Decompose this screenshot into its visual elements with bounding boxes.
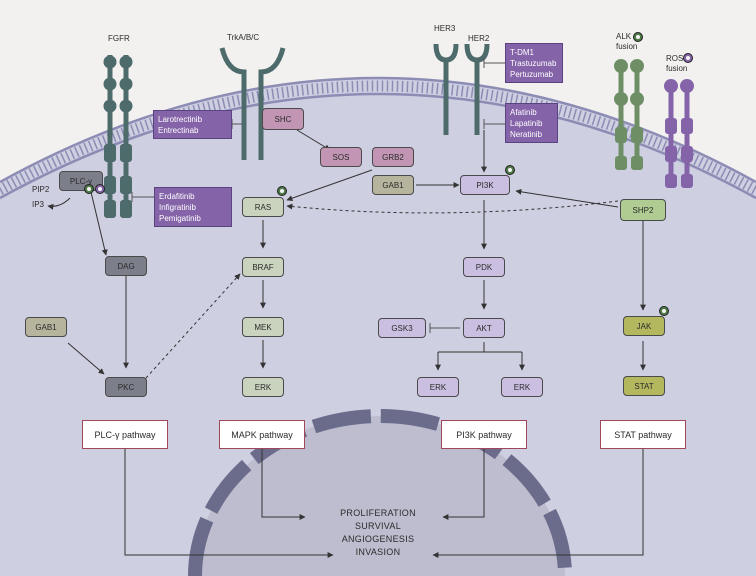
- erk-left-node: ERK: [417, 377, 459, 397]
- sos-node: SOS: [320, 147, 362, 167]
- drug-lapatinib: Lapatinib: [510, 118, 543, 128]
- activation-arrows: [67, 129, 646, 558]
- pi3k-node: PI3K: [460, 175, 510, 195]
- pip2-label: PIP2: [32, 185, 50, 194]
- her3-receptor: [433, 43, 459, 135]
- inhibition-lines: [131, 58, 505, 333]
- outcome-proliferation: PROLIFERATION: [340, 508, 416, 518]
- mek-node: MEK: [242, 317, 284, 337]
- drug-larotrectinib: Larotrectinib: [158, 114, 203, 124]
- jak-node: JAK: [623, 316, 665, 336]
- drug-tdm1: T-DM1: [510, 47, 534, 57]
- trk-inhibitors-box: Larotrectinib Entrectinab: [153, 110, 232, 139]
- ip3-label: IP3: [32, 200, 45, 209]
- drug-infigratinib: Infigratinib: [159, 202, 196, 212]
- mapk-pathway-label: MAPK pathway: [219, 420, 305, 449]
- outcome-invasion: INVASION: [355, 547, 401, 557]
- plc-star-green-icon: [84, 184, 94, 194]
- ros-star-icon: [683, 53, 693, 63]
- stat-node: STAT: [623, 376, 665, 396]
- plc-star-purple-icon: [95, 184, 105, 194]
- stat-pathway-label: STAT pathway: [600, 420, 686, 449]
- alk-fusion-receptor: [614, 59, 644, 170]
- alk-fusion-label: ALK fusion: [616, 32, 638, 51]
- dashed-arrows: [145, 200, 619, 379]
- ras-node: RAS: [242, 197, 284, 217]
- dag-node: DAG: [105, 256, 147, 276]
- pi3k-star-icon: [505, 165, 515, 175]
- her3-label: HER3: [434, 24, 456, 33]
- ras-star-icon: [277, 186, 287, 196]
- outcome-survival: SURVIVAL: [354, 521, 402, 531]
- erk-mapk-node: ERK: [242, 377, 284, 397]
- shc-node: SHC: [262, 108, 304, 130]
- drug-entrectinab: Entrectinab: [158, 125, 199, 135]
- ros-fusion-label: ROS fusion: [666, 54, 688, 73]
- gab1-pi3k-node: GAB1: [372, 175, 414, 195]
- pkc-node: PKC: [105, 377, 147, 397]
- alk-star-icon: [633, 32, 643, 42]
- fgfr-inhibitors-box: Erdafitinib Infigratinib Pemigatinib: [154, 187, 232, 227]
- pi3k-pathway-label: PI3K pathway: [441, 420, 527, 449]
- her2-receptor: [464, 43, 490, 135]
- trk-label: TrkA/B/C: [227, 33, 260, 42]
- gab1-left-node: GAB1: [25, 317, 67, 337]
- akt-fork: [435, 342, 525, 371]
- braf-node: BRAF: [242, 257, 284, 277]
- grb2-node: GRB2: [372, 147, 414, 167]
- plc-pathway-label: PLC-γ pathway: [82, 420, 168, 449]
- her2-tki-box: Afatinib Lapatinib Neratinib: [505, 103, 558, 143]
- akt-node: AKT: [463, 318, 505, 338]
- outcome-angiogenesis: ANGIOGENESIS: [341, 534, 415, 544]
- fgfr-receptor: [103, 55, 133, 218]
- ros-fusion-receptor: [664, 79, 694, 188]
- fgfr-label: FGFR: [108, 34, 130, 43]
- drug-pemigatinib: Pemigatinib: [159, 213, 201, 223]
- trk-receptor: [219, 47, 286, 160]
- jak-star-icon: [659, 306, 669, 316]
- shp2-node: SHP2: [620, 199, 666, 221]
- drug-trastuzumab: Trastuzumab: [510, 58, 557, 68]
- nucleus: [188, 409, 572, 576]
- her2-label: HER2: [468, 34, 490, 43]
- drug-neratinib: Neratinib: [510, 129, 543, 139]
- membrane-hatching: [0, 80, 756, 195]
- gsk3-node: GSK3: [378, 318, 426, 338]
- her2-antibody-box: T-DM1 Trastuzumab Pertuzumab: [505, 43, 563, 83]
- plc-to-ip3-arrow: [47, 197, 71, 210]
- drug-pertuzumab: Pertuzumab: [510, 69, 554, 79]
- drug-afatinib: Afatinib: [510, 107, 537, 117]
- erk-right-node: ERK: [501, 377, 543, 397]
- pdk-node: PDK: [463, 257, 505, 277]
- drug-erdafitinib: Erdafitinib: [159, 191, 195, 201]
